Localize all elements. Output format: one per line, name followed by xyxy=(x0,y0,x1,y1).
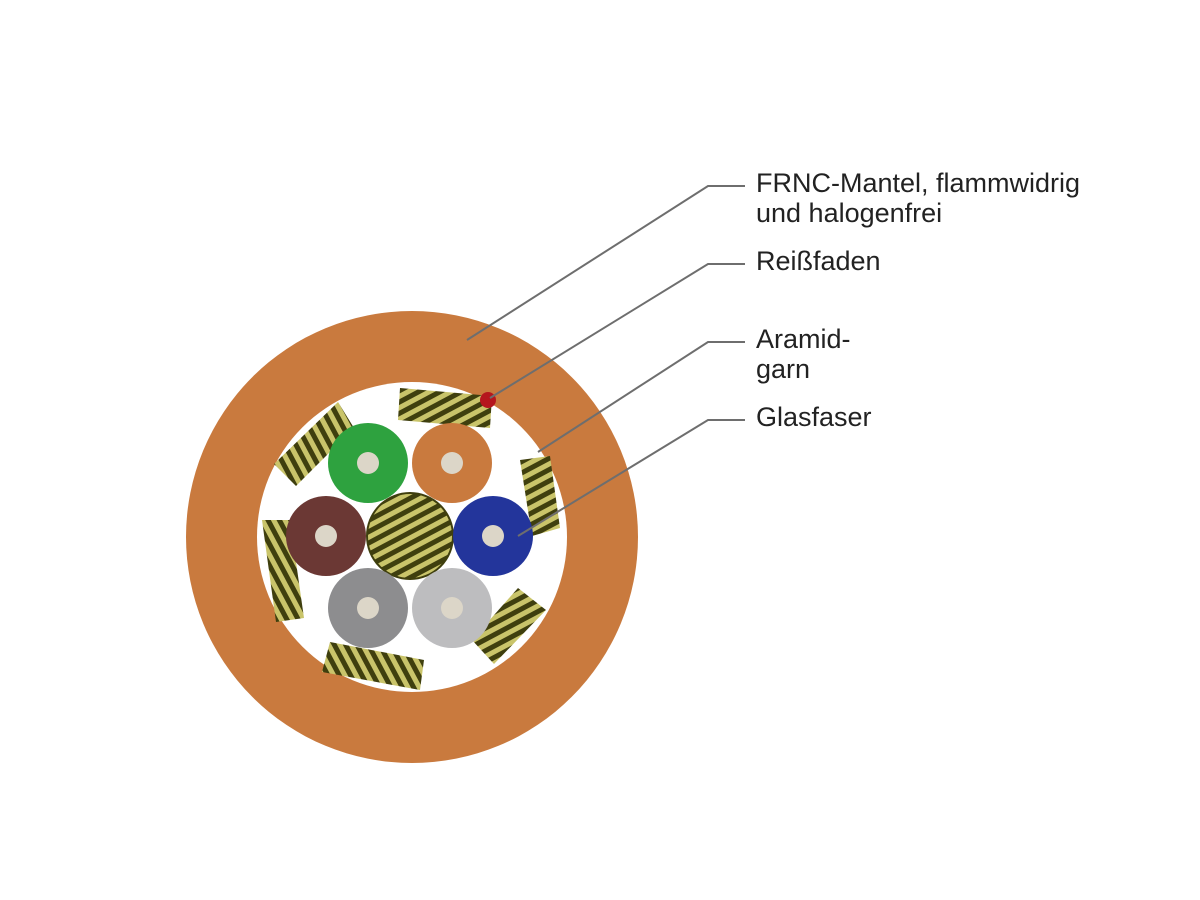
leader-line-jacket xyxy=(466,185,745,341)
fiber-core xyxy=(315,525,337,547)
fiber-core xyxy=(357,452,379,474)
label-aramid-line1: Aramid- xyxy=(756,324,851,354)
label-aramid-line2: garn xyxy=(756,354,811,384)
label-jacket-line1: FRNC-Mantel, flammwidrig xyxy=(756,168,1081,198)
fiber-group xyxy=(286,423,533,648)
leader-line-ripcord xyxy=(489,263,745,399)
aramid-yarn-segment xyxy=(472,588,546,664)
fiber-core xyxy=(441,597,463,619)
leader-line-aramid xyxy=(537,341,745,453)
fiber-core xyxy=(482,525,504,547)
leader-line-fiber xyxy=(517,419,745,537)
label-jacket-line2: und halogenfrei xyxy=(756,198,943,228)
aramid-yarn-segment xyxy=(398,388,492,428)
label-ripcord: Reißfaden xyxy=(756,246,881,276)
fiber-core xyxy=(441,452,463,474)
aramid-yarn-segment xyxy=(274,402,354,486)
fiber-core xyxy=(357,597,379,619)
ripcord-dot xyxy=(480,392,496,408)
aramid-yarn-segment xyxy=(322,642,424,690)
label-fiber: Glasfaser xyxy=(756,402,872,432)
leader-lines xyxy=(466,185,745,537)
central-strength-member xyxy=(366,492,454,580)
